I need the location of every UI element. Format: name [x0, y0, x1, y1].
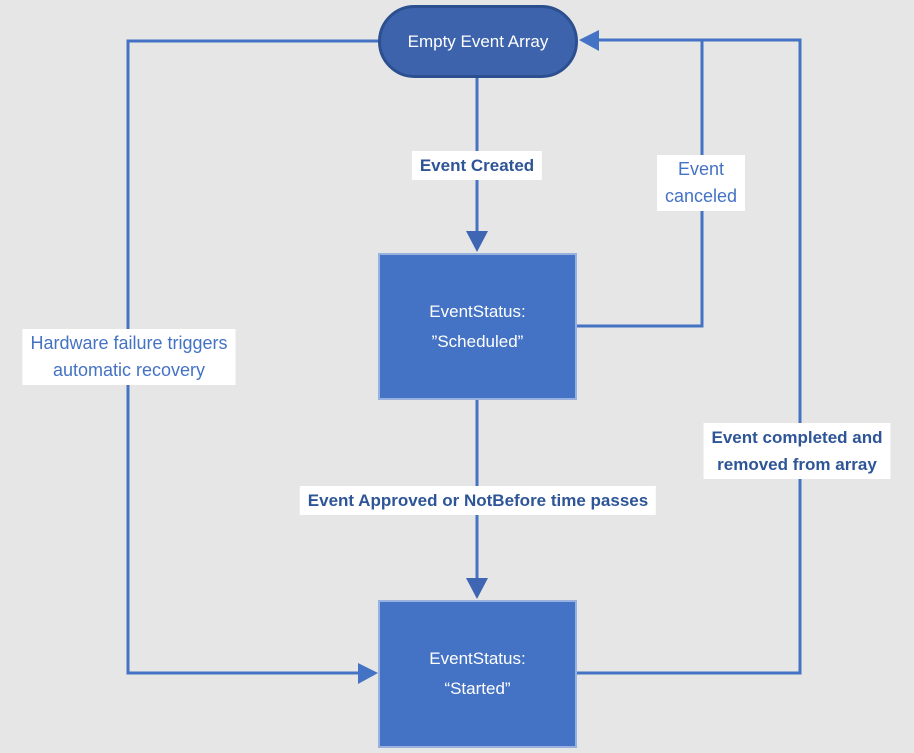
- edge-label-event-canceled-line1: Event: [677, 159, 725, 179]
- node-started-label-line2: “Started”: [444, 679, 511, 698]
- node-eventstatus-started: EventStatus: “Started”: [378, 600, 577, 748]
- node-scheduled-label-line2: ”Scheduled”: [431, 331, 524, 351]
- edge-label-event-canceled: Event canceled: [656, 155, 746, 211]
- node-scheduled-label-line1: EventStatus:: [429, 301, 526, 321]
- edge-label-event-created: Event Created: [411, 151, 543, 180]
- edge-into-empty-arrowhead: [579, 30, 599, 51]
- edge-label-event-approved: Event Approved or NotBefore time passes: [299, 486, 657, 515]
- edge-label-hardware-failure: Hardware failure triggers automatic reco…: [22, 329, 236, 385]
- edge-label-event-completed: Event completed and removed from array: [703, 423, 891, 479]
- edge-event-created-arrowhead: [466, 231, 488, 252]
- node-started-label-line1: EventStatus:: [429, 649, 526, 668]
- edge-label-hardware-failure-line2: automatic recovery: [52, 360, 206, 380]
- edge-label-hardware-failure-line1: Hardware failure triggers: [30, 333, 228, 353]
- node-empty-event-array: Empty Event Array: [378, 5, 578, 78]
- node-empty-event-array-label: Empty Event Array: [407, 31, 549, 51]
- edge-label-event-canceled-line2: canceled: [664, 186, 738, 206]
- edge-event-canceled-line: [577, 40, 704, 328]
- edge-label-event-completed-line1: Event completed and: [711, 428, 883, 447]
- edge-label-event-approved-text: Event Approved or NotBefore time passes: [307, 491, 649, 510]
- node-eventstatus-scheduled: EventStatus: ”Scheduled”: [378, 253, 577, 400]
- edge-hardware-failure-arrowhead: [358, 663, 378, 684]
- edge-event-approved-arrowhead: [466, 578, 488, 599]
- edge-label-event-created-text: Event Created: [419, 156, 535, 175]
- edge-label-event-completed-line2: removed from array: [717, 455, 877, 474]
- edge-event-completed-line: [577, 38, 802, 675]
